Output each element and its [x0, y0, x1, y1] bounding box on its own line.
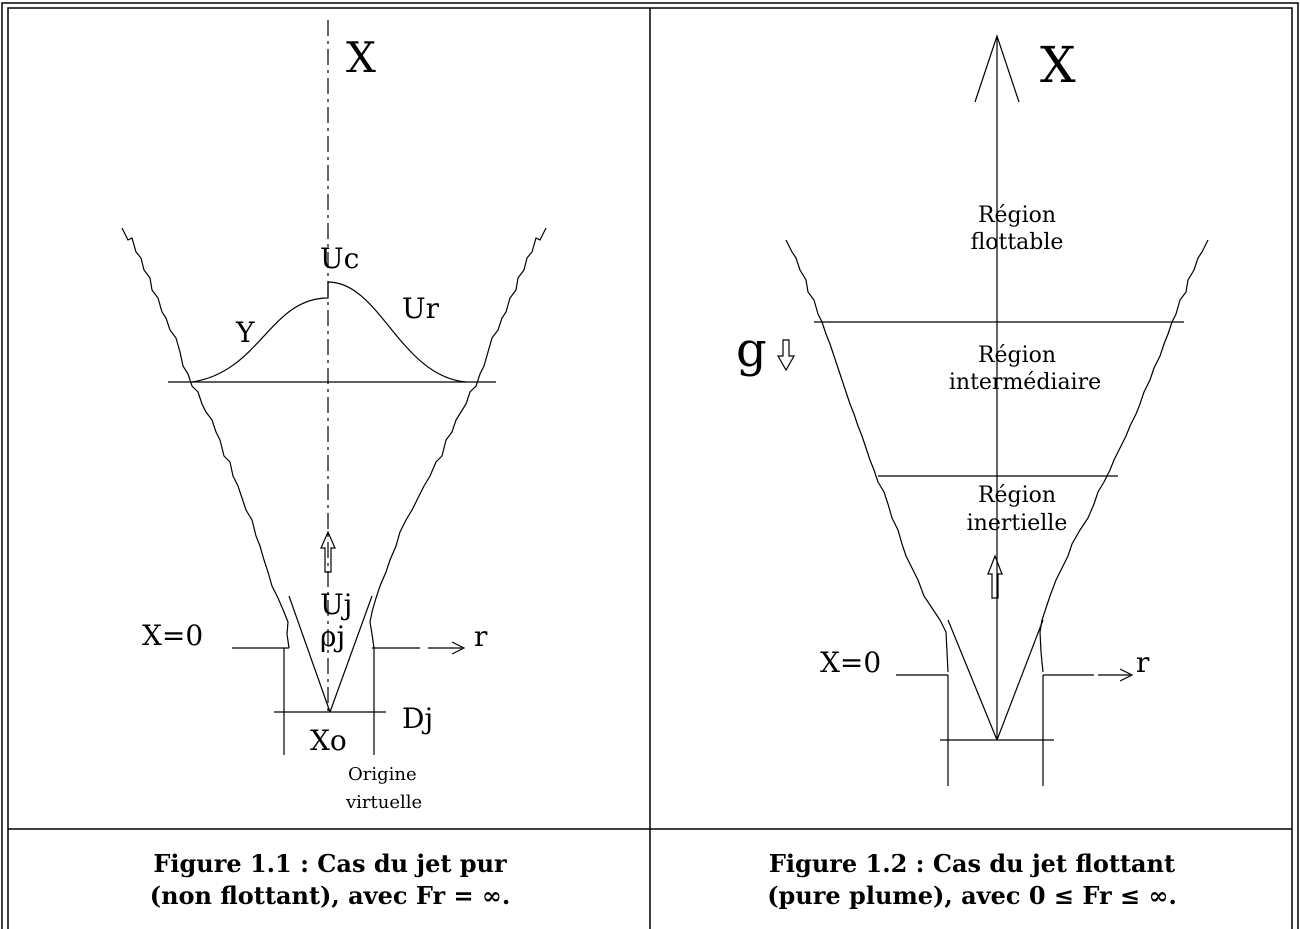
figure-1-2-caption: Figure 1.2 : Cas du jet flottant (pure p…: [652, 848, 1292, 912]
fig1-uc-label: Uc: [320, 242, 359, 275]
cone-left: [288, 595, 331, 713]
uj-arrow-icon: [320, 530, 336, 573]
fig1-rhoj-label: ρj: [320, 620, 345, 653]
plume-cone-right: [996, 619, 1044, 741]
jet-direction-arrow-icon: [987, 554, 1003, 599]
fig1-uj-label: Uj: [320, 588, 352, 621]
fig2-region-top-line1: Région: [978, 203, 1056, 228]
figure-1-1-labels: X Uc Ur Y Uj ρj X=0 r Dj Xo Origine virt…: [142, 33, 488, 813]
fig1-y-label: Y: [235, 316, 255, 349]
fig1-dj-label: Dj: [402, 702, 433, 735]
r-arrow-head: [451, 641, 466, 655]
figure-1-1-caption: Figure 1.1 : Cas du jet pur (non flottan…: [10, 848, 650, 912]
fig1-xo-label: Xo: [310, 724, 347, 757]
fig2-g-label: g: [736, 322, 767, 378]
fig1-caption-line1: Figure 1.1 : Cas du jet pur: [153, 849, 507, 878]
fig1-caption-line2: (non flottant), avec Fr = ∞.: [149, 881, 511, 910]
fig2-r-label: r: [1136, 646, 1150, 679]
gravity-arrow-icon: [776, 339, 796, 372]
fig2-region-mid-line2: intermédiaire: [949, 370, 1101, 395]
fig2-region-mid-line1: Région: [978, 343, 1056, 368]
axis-arrow-head: [974, 34, 1020, 103]
fig2-region-bottom-line2: inertielle: [967, 511, 1068, 536]
figure-1-1: [121, 20, 547, 755]
fig2-axis-label: X: [1040, 36, 1076, 94]
plume-r-arrow-head: [1119, 668, 1134, 682]
fig2-region-top-line2: flottable: [971, 230, 1064, 255]
fig2-caption-line1: Figure 1.2 : Cas du jet flottant: [768, 849, 1176, 878]
jet-boundary-right: [369, 227, 547, 649]
plume-boundary-right: [1039, 239, 1209, 673]
fig2-x0-label: X=0: [820, 646, 881, 679]
fig2-region-bottom-line1: Région: [978, 483, 1056, 508]
velocity-profile: [191, 281, 467, 383]
plume-boundary-left: [785, 239, 949, 673]
fig1-axis-label: X: [346, 33, 376, 82]
fig1-origin-line2: virtuelle: [345, 792, 422, 813]
plume-cone-left: [947, 619, 998, 741]
cone-right: [329, 595, 373, 713]
fig1-ur-label: Ur: [402, 292, 440, 325]
figure-1-2: [776, 34, 1209, 786]
fig1-x0-label: X=0: [142, 619, 203, 652]
figure-1-2-labels: X g Région flottable Région intermédiair…: [736, 36, 1150, 679]
fig1-r-label: r: [474, 620, 488, 653]
fig1-origin-line1: Origine: [348, 764, 417, 785]
jet-boundary-left: [121, 227, 290, 649]
fig2-caption-line2: (pure plume), avec 0 ≤ Fr ≤ ∞.: [767, 881, 1177, 910]
